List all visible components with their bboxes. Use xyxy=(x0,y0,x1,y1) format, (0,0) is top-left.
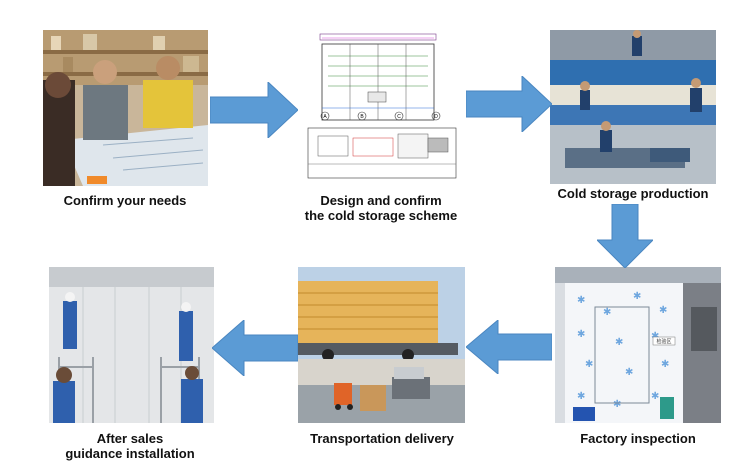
svg-text:✱: ✱ xyxy=(585,359,593,370)
step-6-caption: After sales guidance installation xyxy=(30,431,230,461)
cold-room-door-photo: ✱ ✱ ✱ ✱ ✱ ✱ ✱ ✱ ✱ ✱ ✱ ✱ ✱ 检验区 xyxy=(555,267,721,423)
svg-text:✱: ✱ xyxy=(577,329,585,340)
grid-label-a: A xyxy=(323,114,327,120)
floor-plan-drawing: A B C D xyxy=(298,26,464,183)
step-1-label: Confirm your needs xyxy=(63,193,187,208)
svg-text:✱: ✱ xyxy=(615,337,623,348)
svg-text:✱: ✱ xyxy=(577,391,585,402)
svg-text:✱: ✱ xyxy=(625,367,633,378)
arrow-right-2 xyxy=(466,76,552,132)
step-4-label: Factory inspection xyxy=(580,431,696,446)
consultation-photo xyxy=(43,30,208,186)
svg-text:✱: ✱ xyxy=(577,295,585,306)
svg-text:✱: ✱ xyxy=(661,359,669,370)
grid-label-b: B xyxy=(360,114,364,120)
step-2-label-line1: Design and confirm xyxy=(320,193,442,208)
grid-label-d: D xyxy=(434,114,438,120)
step-5-caption: Transportation delivery xyxy=(276,431,488,446)
truck-and-forklift-photo xyxy=(298,267,465,423)
grid-label-c: C xyxy=(397,114,401,120)
arrow-right-1 xyxy=(210,82,298,138)
factory-workshop-photo xyxy=(550,30,716,184)
step-4-caption: Factory inspection xyxy=(535,431,741,446)
inspection-area-sign: 检验区 xyxy=(656,338,671,345)
step-1-caption: Confirm your needs xyxy=(20,193,230,208)
installation-workers-photo xyxy=(49,267,214,423)
step-3-label: Cold storage production xyxy=(557,186,709,201)
svg-text:✱: ✱ xyxy=(651,331,659,342)
svg-text:✱: ✱ xyxy=(613,399,621,410)
svg-text:✱: ✱ xyxy=(659,305,667,316)
step-6-label-line2: guidance installation xyxy=(65,446,195,461)
arrow-left-1 xyxy=(466,320,552,374)
arrow-left-2 xyxy=(212,320,298,376)
svg-text:✱: ✱ xyxy=(633,291,641,302)
step-3-caption: Cold storage production xyxy=(530,186,736,201)
step-2-caption: Design and confirm the cold storage sche… xyxy=(270,193,492,223)
svg-text:✱: ✱ xyxy=(651,391,659,402)
step-2-label-line2: the cold storage scheme xyxy=(304,208,458,223)
arrow-down xyxy=(597,204,653,268)
step-6-label-line1: After sales xyxy=(96,431,164,446)
svg-text:✱: ✱ xyxy=(603,307,611,318)
step-5-label: Transportation delivery xyxy=(310,431,454,446)
